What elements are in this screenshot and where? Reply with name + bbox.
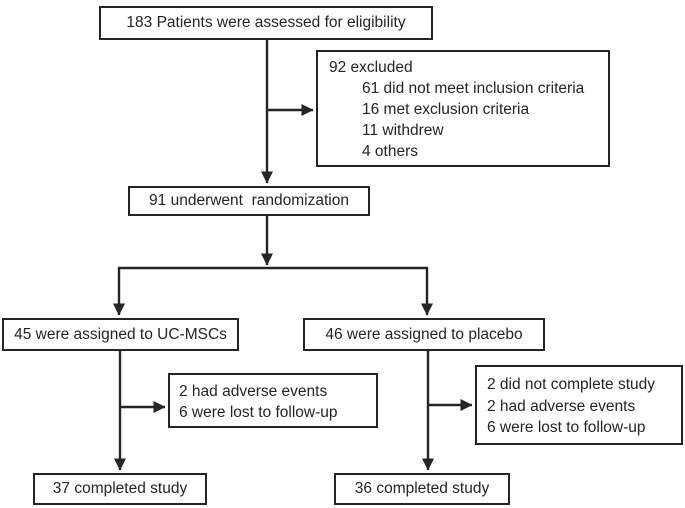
- ucmscs-dropout-line: 2 had adverse events: [179, 383, 328, 400]
- excluded-reason: 4 others: [362, 143, 419, 160]
- placebo-dropout-line: 2 had adverse events: [487, 397, 636, 415]
- eligibility-label: 183 Patients were assessed for eligibili…: [126, 14, 406, 31]
- box-randomization: 91 underwent randomization: [128, 186, 370, 216]
- placebo-completed-label: 36 completed study: [354, 480, 490, 497]
- box-eligibility: 183 Patients were assessed for eligibili…: [99, 6, 433, 40]
- box-excluded: 92 excluded 61 did not meet inclusion cr…: [316, 50, 610, 167]
- box-ucmscs-completed: 37 completed study: [33, 473, 207, 505]
- ucmscs-completed-label: 37 completed study: [52, 480, 188, 497]
- excluded-reason: 61 did not meet inclusion criteria: [362, 80, 585, 97]
- excluded-title: 92 excluded: [329, 59, 413, 76]
- box-ucmscs-arm: 45 were assigned to UC-MSCs: [2, 318, 239, 351]
- box-placebo-arm: 46 were assigned to placebo: [303, 318, 545, 351]
- ucmscs-arm-label: 45 were assigned to UC-MSCs: [14, 325, 227, 343]
- box-placebo-dropout: 2 did not complete study 2 had adverse e…: [475, 365, 683, 445]
- excluded-reason: 16 met exclusion criteria: [362, 101, 530, 118]
- placebo-dropout-line: 2 did not complete study: [487, 376, 656, 393]
- ucmscs-dropout-line: 6 were lost to follow-up: [179, 404, 338, 421]
- box-placebo-completed: 36 completed study: [334, 473, 510, 505]
- randomization-label: 91 underwent randomization: [149, 192, 349, 209]
- box-ucmscs-dropout: 2 had adverse events 6 were lost to foll…: [168, 373, 378, 428]
- excluded-reason: 11 withdrew: [362, 122, 444, 139]
- placebo-arm-label: 46 were assigned to placebo: [325, 325, 523, 343]
- placebo-dropout-line: 6 were lost to follow-up: [487, 419, 646, 436]
